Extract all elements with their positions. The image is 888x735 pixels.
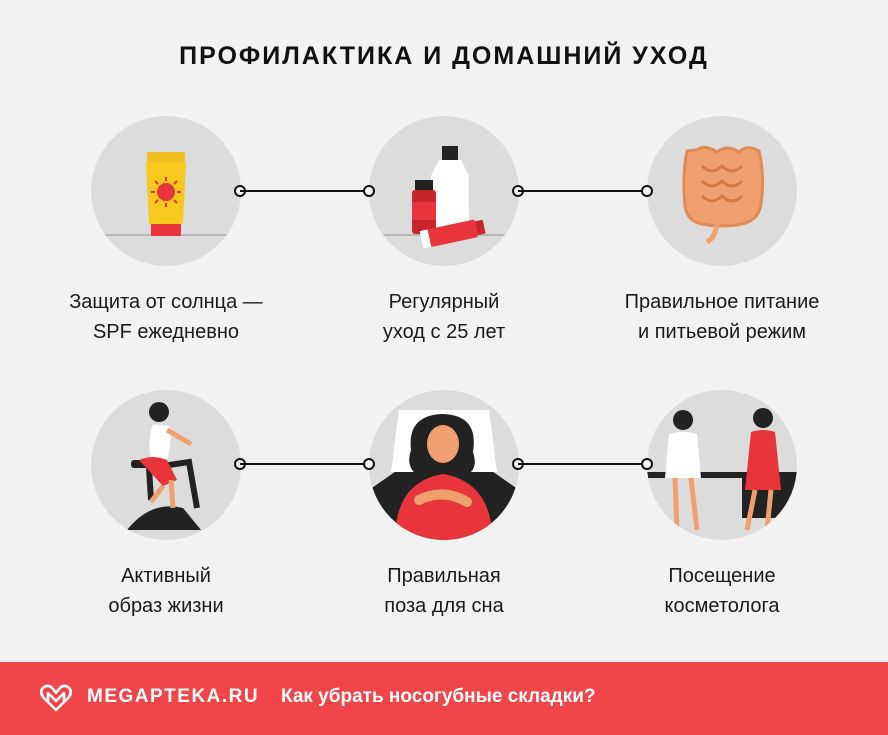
exercise-bike-icon xyxy=(127,402,201,530)
m-heart-logo-icon[interactable] xyxy=(40,684,72,712)
sleeping-woman-icon xyxy=(369,410,519,540)
sunscreen-tube-icon xyxy=(91,152,241,236)
article-title-link[interactable]: Как убрать носогубные складки? xyxy=(281,686,596,707)
connector xyxy=(234,185,375,197)
connector xyxy=(234,458,375,470)
cosmetologist-circle xyxy=(647,390,797,540)
nutrition-circle xyxy=(647,116,797,266)
cosmetologist-visit-icon xyxy=(647,408,797,531)
item-caption-sunscreen: Защита от солнца —SPF ежедневно xyxy=(69,291,263,343)
sleep-circle xyxy=(369,390,519,540)
footer-bar: MEGAPTEKA.RU Как убрать носогубные склад… xyxy=(0,662,888,735)
connector xyxy=(512,458,653,470)
brand-link[interactable]: MEGAPTEKA.RU xyxy=(87,686,260,707)
intestines-icon xyxy=(682,145,765,245)
connector xyxy=(512,185,653,197)
bottles-circle xyxy=(369,116,519,266)
bottles-and-tube-icon xyxy=(369,146,519,249)
sunscreen-circle xyxy=(91,116,241,266)
page-title: ПРОФИЛАКТИКА И ДОМАШНИЙ УХОД xyxy=(179,42,709,70)
activity-circle xyxy=(91,390,241,540)
